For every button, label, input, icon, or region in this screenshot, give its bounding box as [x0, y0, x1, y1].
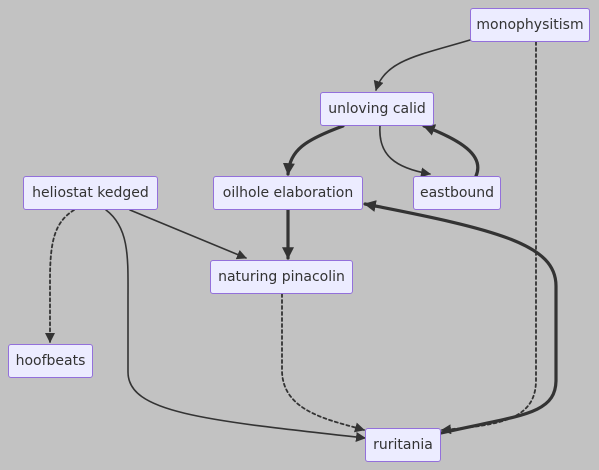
edge-monophysitism-to-ruritania	[441, 41, 537, 435]
node-eastbound[interactable]: eastbound	[413, 176, 501, 210]
node-heliostat-kedged[interactable]: heliostat kedged	[23, 176, 158, 210]
edge-heliostat-kedged-to-ruritania	[105, 209, 366, 442]
node-unloving-calid[interactable]: unloving calid	[320, 92, 434, 126]
node-oilhole-elaboration[interactable]: oilhole elaboration	[213, 176, 363, 210]
node-ruritania[interactable]: ruritania	[365, 428, 441, 462]
node-monophysitism[interactable]: monophysitism	[470, 8, 590, 42]
edge-ruritania-to-oilhole-elaboration	[363, 200, 558, 435]
edge-heliostat-kedged-to-hoofbeats	[45, 209, 75, 343]
edge-eastbound-to-unloving-calid	[422, 124, 480, 178]
edge-monophysitism-to-unloving-calid	[373, 39, 471, 91]
edge-naturing-pinacolin-to-ruritania	[281, 293, 365, 433]
edge-unloving-calid-to-eastbound	[379, 125, 431, 178]
node-naturing-pinacolin[interactable]: naturing pinacolin	[210, 260, 353, 294]
edge-heliostat-kedged-to-naturing-pinacolin	[129, 209, 247, 260]
node-hoofbeats[interactable]: hoofbeats	[8, 344, 93, 378]
edge-unloving-calid-to-oilhole-elaboration	[282, 124, 345, 176]
